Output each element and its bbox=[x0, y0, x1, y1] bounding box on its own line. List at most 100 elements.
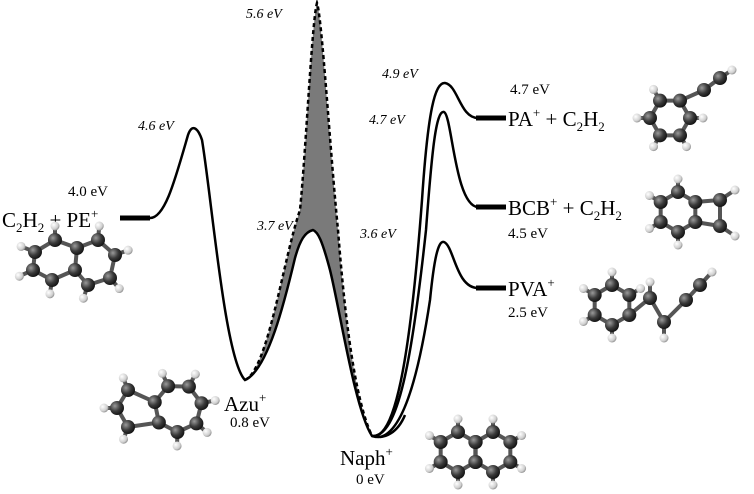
carbon-atom bbox=[194, 396, 209, 411]
hydrogen-atom bbox=[636, 284, 646, 293]
carbon-atom bbox=[151, 415, 166, 430]
hydrogen-atom bbox=[45, 289, 55, 299]
hydrogen-atom bbox=[730, 231, 740, 241]
carbon-atom bbox=[433, 455, 448, 469]
hydrogen-atom bbox=[578, 284, 588, 293]
carbon-atom bbox=[688, 215, 703, 229]
c2h2-pe-label: C2H2 + PE+ bbox=[2, 206, 98, 235]
naphthalene-icon bbox=[424, 414, 527, 490]
hydrogen-atom bbox=[673, 174, 683, 184]
bcb-label: BCB+ + C2H2 bbox=[508, 194, 622, 223]
pe-ts-label: 4.6 eV bbox=[138, 119, 175, 134]
carbon-atom bbox=[622, 288, 637, 302]
carbon-atom bbox=[653, 93, 667, 108]
carbon-atom bbox=[653, 195, 668, 209]
pva-ts-label: 3.6 eV bbox=[359, 227, 397, 242]
carbon-atom bbox=[110, 401, 124, 415]
hydrogen-atom bbox=[14, 271, 24, 281]
carbon-atom bbox=[170, 424, 185, 439]
hydrogen-atom bbox=[707, 267, 717, 277]
carbon-atom bbox=[181, 379, 196, 394]
carbon-atom bbox=[503, 435, 518, 449]
pentalene-like-icon bbox=[14, 221, 133, 303]
carbon-atom bbox=[108, 248, 122, 262]
carbon-atom bbox=[713, 193, 727, 207]
carbon-atom bbox=[688, 195, 703, 209]
carbon-atom bbox=[673, 128, 687, 143]
carbon-atom bbox=[147, 395, 162, 410]
carbon-atom bbox=[657, 315, 671, 329]
hydrogen-atom bbox=[682, 142, 691, 152]
carbon-atom bbox=[70, 241, 84, 255]
hydrogen-atom bbox=[210, 395, 220, 405]
carbon-atom bbox=[468, 455, 483, 469]
carbon-atom bbox=[486, 425, 500, 439]
benzocyclobutadiene-icon bbox=[644, 174, 740, 250]
hydrogen-atom bbox=[607, 267, 617, 277]
hydrogen-atom bbox=[94, 221, 104, 231]
hydrogen-atom bbox=[578, 317, 588, 326]
pa-label: PA+ + C2H2 bbox=[508, 105, 605, 134]
hydrogen-atom bbox=[190, 369, 200, 379]
pa-energy-label: 4.7 eV bbox=[510, 82, 550, 98]
hydrogen-atom bbox=[517, 431, 527, 440]
pva-label: PVA+ bbox=[508, 275, 555, 301]
carbon-atom bbox=[643, 291, 657, 305]
carbon-atom bbox=[713, 71, 727, 85]
carbon-atom bbox=[697, 83, 711, 97]
hydrogen-atom bbox=[644, 191, 654, 200]
carbon-atom bbox=[653, 215, 668, 229]
hydrogen-atom bbox=[673, 240, 683, 250]
lower-barrier-label: 3.7 eV bbox=[256, 219, 294, 234]
azulene-icon bbox=[99, 368, 220, 451]
bcb-ts-label: 4.7 eV bbox=[369, 113, 406, 128]
hydrogen-atom bbox=[172, 441, 182, 451]
carbon-atom bbox=[643, 111, 657, 125]
carbon-atom bbox=[713, 219, 727, 233]
hydrogen-atom bbox=[488, 414, 498, 424]
carbon-atom bbox=[673, 93, 687, 108]
hydrogen-atom bbox=[16, 241, 26, 251]
hydrogen-atom bbox=[632, 113, 642, 123]
carbon-atom bbox=[161, 379, 176, 394]
pa-branch-curve bbox=[371, 81, 479, 438]
carbon-atom bbox=[468, 435, 483, 449]
carbon-atom bbox=[103, 271, 117, 285]
pva-energy-label: 2.5 eV bbox=[508, 305, 548, 321]
carbon-atom bbox=[451, 465, 465, 479]
hydrogen-atom bbox=[99, 403, 109, 413]
upper-barrier-label: 5.6 eV bbox=[246, 7, 283, 22]
phenylacetylene-icon bbox=[632, 65, 737, 152]
hydrogen-atom bbox=[157, 368, 167, 378]
carbon-atom bbox=[121, 420, 135, 434]
carbon-atom bbox=[693, 278, 707, 292]
pa-ts-label: 4.9 eV bbox=[382, 67, 419, 82]
upper-barrier-curve bbox=[244, 0, 374, 437]
main-reaction-curve bbox=[120, 126, 407, 439]
hydrogen-atom bbox=[727, 65, 737, 75]
bcb-branch-curve bbox=[371, 110, 479, 438]
carbon-atom bbox=[587, 308, 602, 322]
carbon-atom bbox=[671, 225, 685, 239]
carbon-atom bbox=[605, 278, 619, 292]
carbon-atom bbox=[26, 263, 40, 277]
carbon-atom bbox=[433, 435, 448, 449]
hydrogen-atom bbox=[424, 464, 434, 473]
carbon-atom bbox=[587, 288, 602, 302]
pe-energy-label: 4.0 eV bbox=[68, 184, 108, 200]
carbon-atom bbox=[503, 455, 518, 469]
carbon-atom bbox=[486, 465, 500, 479]
hydrogen-atom bbox=[50, 221, 60, 231]
hydrogen-atom bbox=[659, 333, 669, 343]
hydrogen-atom bbox=[202, 427, 212, 437]
carbon-atom bbox=[81, 278, 95, 292]
carbon-atom bbox=[189, 416, 204, 431]
carbon-atom bbox=[605, 318, 619, 332]
hydrogen-atom bbox=[119, 434, 129, 444]
carbon-atom bbox=[68, 263, 82, 277]
pva-branch-curve bbox=[379, 240, 479, 439]
carbon-atom bbox=[28, 245, 42, 259]
hydrogen-atom bbox=[517, 464, 527, 473]
